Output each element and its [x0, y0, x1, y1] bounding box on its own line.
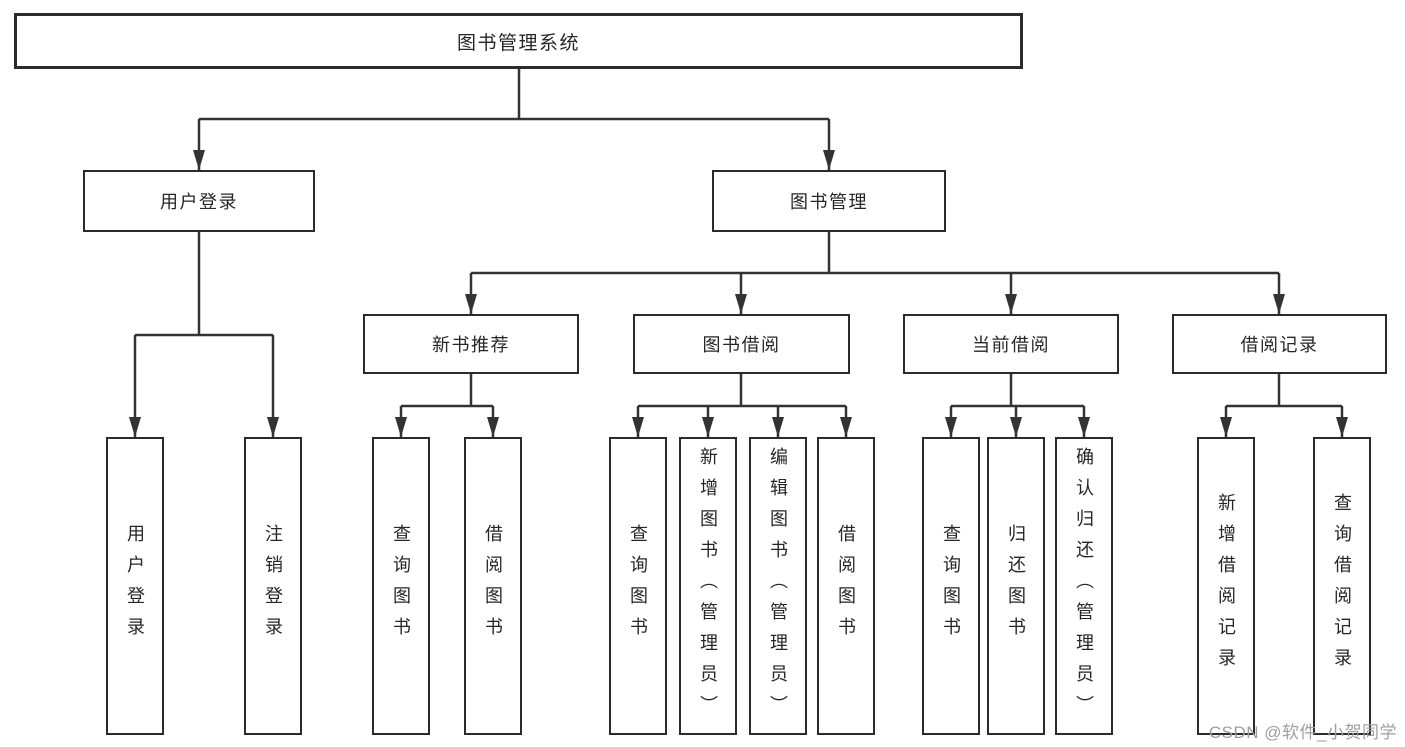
leaf-cur-query-books-label: 查询图书 [941, 524, 961, 648]
node-new-book-rec: 新书推荐 [363, 314, 579, 374]
node-borrow-records-label: 借阅记录 [1240, 335, 1319, 355]
edges-user-login [129, 232, 279, 437]
node-user-login-label: 用户登录 [160, 192, 238, 212]
node-user-login: 用户登录 [83, 170, 315, 232]
leaf-rec-borrow-books-label: 借阅图书 [483, 524, 503, 648]
leaf-cur-query-books: 查询图书 [922, 437, 980, 735]
leaf-bor-query-books: 查询图书 [609, 437, 667, 735]
leaf-record-query-label: 查询借阅记录 [1332, 493, 1352, 679]
edges-book-mgmt [465, 232, 1285, 314]
leaf-bor-add-books: 新增图书（管理员） [679, 437, 737, 735]
edges-new-book-rec [395, 374, 499, 437]
leaf-bor-query-books-label: 查询图书 [628, 524, 648, 648]
leaf-user-login: 用户登录 [106, 437, 164, 735]
edges-root [193, 69, 835, 170]
leaf-record-add-label: 新增借阅记录 [1216, 493, 1236, 679]
node-current-borrow: 当前借阅 [903, 314, 1119, 374]
leaf-record-add: 新增借阅记录 [1197, 437, 1255, 735]
leaf-rec-query-books: 查询图书 [372, 437, 430, 735]
leaf-logout-label: 注销登录 [263, 524, 283, 648]
node-book-mgmt: 图书管理 [712, 170, 946, 232]
leaf-rec-borrow-books: 借阅图书 [464, 437, 522, 735]
node-new-book-rec-label: 新书推荐 [432, 335, 510, 355]
leaf-record-query: 查询借阅记录 [1313, 437, 1371, 735]
leaf-bor-edit-books: 编辑图书（管理员） [749, 437, 807, 735]
leaf-logout: 注销登录 [244, 437, 302, 735]
leaf-cur-confirm-return: 确认归还（管理员） [1055, 437, 1113, 735]
edges-borrow-records [1220, 374, 1348, 437]
leaf-cur-return-books: 归还图书 [987, 437, 1045, 735]
leaf-bor-edit-books-label: 编辑图书（管理员） [768, 446, 788, 726]
edges-book-borrow [632, 374, 852, 437]
node-root-label: 图书管理系统 [456, 32, 580, 54]
leaf-bor-borrow-books: 借阅图书 [817, 437, 875, 735]
leaf-user-login-label: 用户登录 [125, 524, 145, 648]
leaf-rec-query-books-label: 查询图书 [391, 524, 411, 648]
leaf-bor-borrow-books-label: 借阅图书 [836, 524, 856, 648]
node-current-borrow-label: 当前借阅 [972, 335, 1050, 355]
node-book-borrow: 图书借阅 [633, 314, 850, 374]
node-book-mgmt-label: 图书管理 [790, 192, 868, 212]
node-borrow-records: 借阅记录 [1172, 314, 1387, 374]
leaf-cur-return-books-label: 归还图书 [1006, 524, 1026, 648]
edges-current-borrow [945, 374, 1090, 437]
node-root: 图书管理系统 [14, 13, 1023, 69]
leaf-bor-add-books-label: 新增图书（管理员） [698, 446, 718, 726]
node-book-borrow-label: 图书借阅 [702, 335, 781, 355]
csdn-watermark: CSDN @软件_小贺同学 [1208, 723, 1397, 742]
leaf-cur-confirm-return-label: 确认归还（管理员） [1074, 446, 1094, 726]
